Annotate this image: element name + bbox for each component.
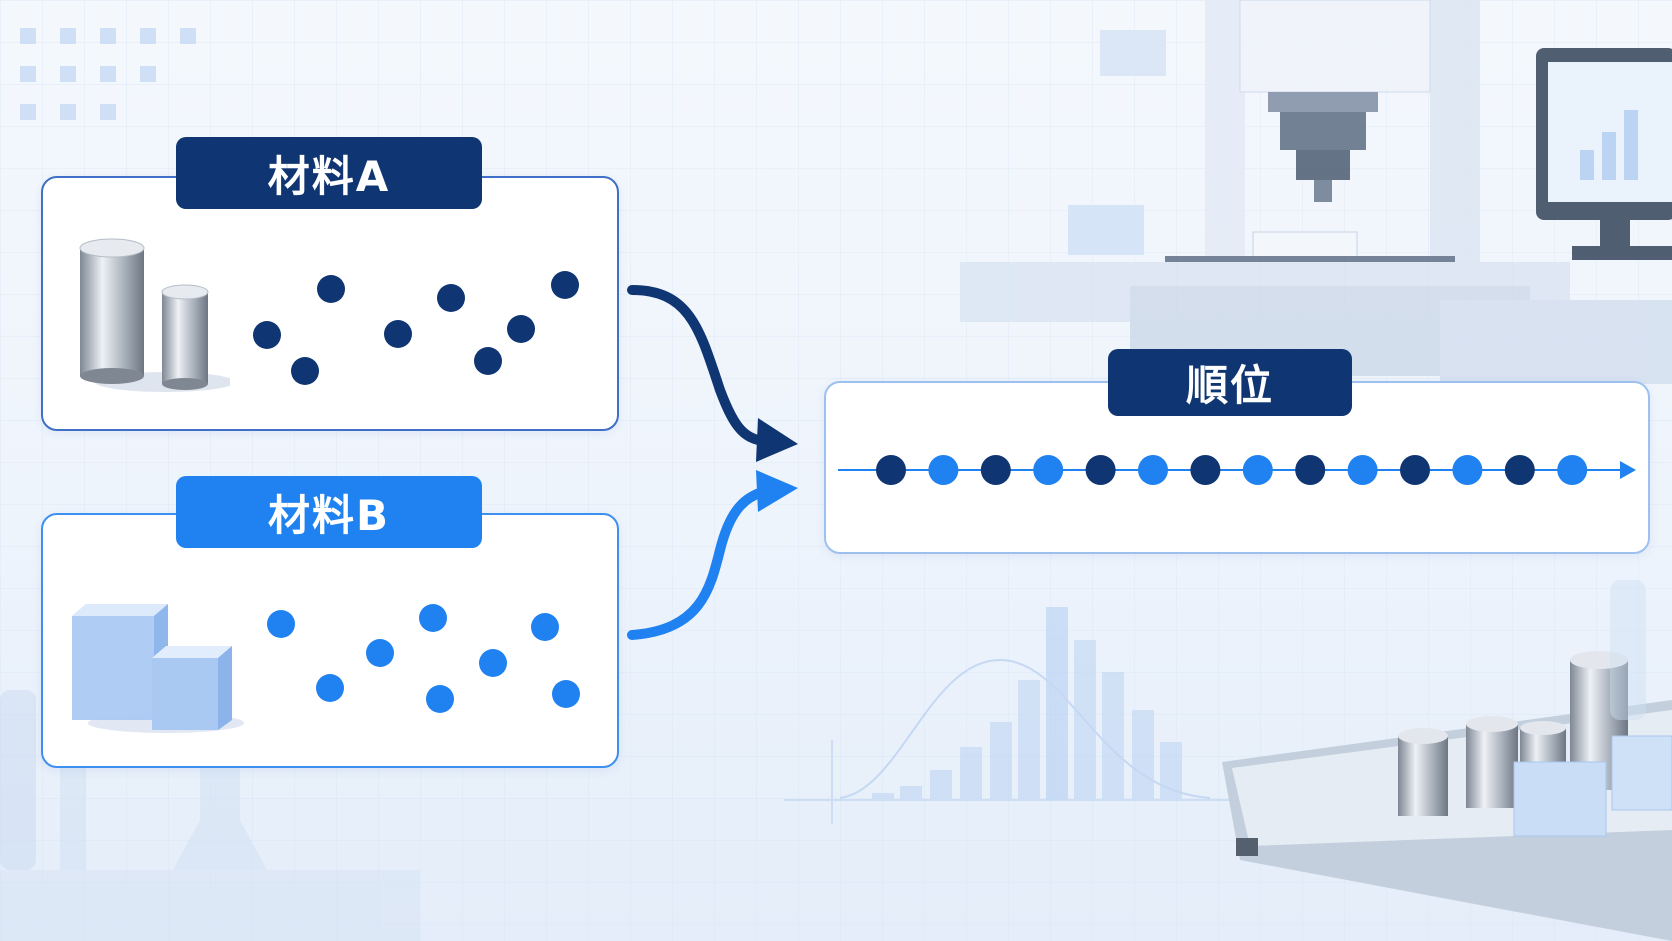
arrow-b <box>627 485 775 640</box>
arrow-a <box>627 285 775 447</box>
ranking-dot-a <box>1400 455 1430 485</box>
ranking-dot-b <box>1557 455 1588 485</box>
material-a-dot <box>551 271 579 299</box>
material-b-dot <box>267 610 295 638</box>
material-b-dot <box>419 604 447 632</box>
ranking-dot-b <box>1242 455 1273 485</box>
material-b-dot <box>366 639 394 667</box>
lab-glassware-icon <box>0 580 1646 941</box>
ranking-dot-a <box>1085 455 1116 485</box>
ranking-dot-a <box>1504 455 1535 485</box>
ranking-dot-b <box>928 455 959 485</box>
histogram-icon <box>784 607 1230 824</box>
ranking-dot-a <box>876 455 906 485</box>
ranking-dot-a <box>1295 455 1326 485</box>
material-b-dot <box>552 680 580 708</box>
material-a-dot <box>253 321 281 349</box>
ranking-axis-arrowhead <box>1620 461 1636 479</box>
material-a-dot <box>317 275 345 303</box>
material-a-dot <box>474 347 502 375</box>
ranking-label: 順位 <box>1108 349 1352 416</box>
monitor-icon <box>1536 48 1672 260</box>
ranking-dot-a <box>1190 455 1221 485</box>
metal-cylinders-icon <box>79 238 230 392</box>
material-a-dots <box>253 271 579 385</box>
material-b-dots <box>267 604 580 713</box>
ranking-dot-b <box>1347 455 1378 485</box>
material-a-dot <box>384 320 412 348</box>
ranking-dot-b <box>1452 455 1483 485</box>
translucent-cubes-icon <box>72 604 244 733</box>
ranking-dot-b <box>1033 455 1064 485</box>
material-a-dot <box>291 357 319 385</box>
decor-square-pattern <box>20 28 196 120</box>
merge-arrows <box>627 285 798 640</box>
material-b-label: 材料B <box>176 476 482 548</box>
sample-tray-icon <box>1222 651 1672 941</box>
material-b-dot <box>316 674 344 702</box>
ranking-dot-b <box>1138 455 1168 485</box>
material-b-dot <box>426 685 454 713</box>
ranking-dot-a <box>980 455 1011 485</box>
ranking-sequence <box>838 455 1636 485</box>
material-a-dot <box>437 284 465 312</box>
material-b-dot <box>479 649 507 677</box>
material-b-dot <box>531 613 559 641</box>
material-a-label: 材料A <box>176 137 482 209</box>
material-a-dot <box>507 315 535 343</box>
